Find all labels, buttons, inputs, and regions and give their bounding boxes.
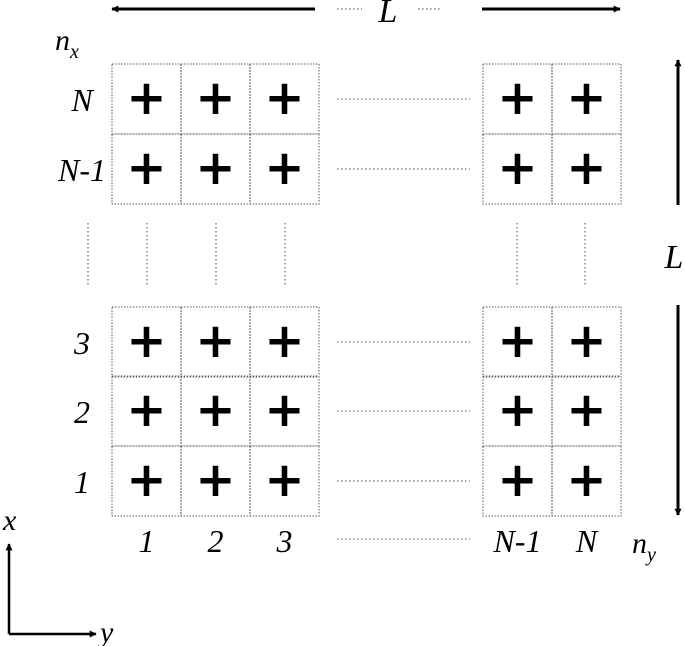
- plus-icon: +: [126, 70, 166, 126]
- cell-border: [111, 133, 182, 205]
- cell-border: [551, 375, 622, 447]
- column-label: 1: [139, 523, 155, 559]
- cell-border: [482, 133, 553, 205]
- cell-border: [482, 445, 553, 517]
- lattice-cell: +: [482, 63, 553, 135]
- row-index-label: nx: [55, 24, 79, 63]
- lattice-cell: +: [111, 375, 182, 447]
- column-label: N-1: [493, 523, 542, 559]
- plus-icon: +: [497, 382, 537, 438]
- plus-icon: +: [126, 452, 166, 508]
- cell-border: [180, 375, 251, 447]
- cell-border: [482, 63, 553, 135]
- cell-border: [551, 306, 622, 378]
- plus-icon: +: [566, 313, 606, 369]
- cell-border: [482, 375, 553, 447]
- lattice-cell: +: [180, 445, 251, 517]
- lattice-cell: +: [180, 375, 251, 447]
- lattice-cell: +: [551, 306, 622, 378]
- lattice-cell: +: [482, 445, 553, 517]
- height-dimension: L: [664, 59, 684, 516]
- row-labels: N N-1 3 2 1: [57, 82, 106, 500]
- lattice-cell: +: [180, 133, 251, 205]
- plus-icon: +: [195, 70, 235, 126]
- plus-icon: +: [566, 140, 606, 196]
- lattice-cell: +: [482, 306, 553, 378]
- lattice-cell: +: [482, 375, 553, 447]
- cell-border: [551, 63, 622, 135]
- lattice-cell: +: [111, 133, 182, 205]
- plus-icon: +: [264, 452, 304, 508]
- lattice-grid: + + + + + + + + + + + + + + + + + + + + + + + + +: [111, 63, 622, 517]
- lattice-cell: +: [180, 306, 251, 378]
- cell-border: [111, 445, 182, 517]
- width-dimension: L: [111, 0, 621, 30]
- column-label: N: [575, 523, 599, 559]
- lattice-cell: +: [249, 445, 320, 517]
- lattice-cell: +: [111, 306, 182, 378]
- plus-icon: +: [264, 70, 304, 126]
- lattice-cell: +: [482, 133, 553, 205]
- cell-border: [249, 375, 320, 447]
- row-label: N: [70, 82, 94, 118]
- plus-icon: +: [264, 140, 304, 196]
- lattice-cell: +: [551, 375, 622, 447]
- row-label: 3: [73, 325, 90, 361]
- plus-icon: +: [566, 382, 606, 438]
- ellipsis-dots: [87, 98, 586, 540]
- plus-icon: +: [126, 382, 166, 438]
- lattice-cell: +: [180, 63, 251, 135]
- cell-border: [180, 63, 251, 135]
- row-label: 2: [74, 394, 90, 430]
- lattice-cell: +: [111, 445, 182, 517]
- plus-icon: +: [566, 452, 606, 508]
- cell-border: [249, 306, 320, 378]
- cell-border: [482, 306, 553, 378]
- cell-border: [249, 63, 320, 135]
- cell-border: [551, 133, 622, 205]
- plus-icon: +: [195, 313, 235, 369]
- column-label: 2: [208, 523, 224, 559]
- plus-icon: +: [497, 313, 537, 369]
- column-labels: 1 2 3 N-1 N: [139, 523, 599, 559]
- plus-icon: +: [566, 70, 606, 126]
- row-label: N-1: [57, 152, 106, 188]
- cell-border: [180, 445, 251, 517]
- cell-border: [111, 63, 182, 135]
- plus-icon: +: [195, 452, 235, 508]
- lattice-cell: +: [551, 445, 622, 517]
- coordinate-axes: x y: [2, 504, 114, 646]
- width-label: L: [378, 0, 398, 30]
- plus-icon: +: [264, 313, 304, 369]
- plus-icon: +: [497, 140, 537, 196]
- plus-icon: +: [497, 70, 537, 126]
- cell-border: [249, 445, 320, 517]
- lattice-cell: +: [249, 306, 320, 378]
- cell-border: [111, 306, 182, 378]
- plus-icon: +: [195, 140, 235, 196]
- column-label: 3: [276, 523, 293, 559]
- lattice-cell: +: [551, 133, 622, 205]
- x-axis-label: x: [2, 504, 17, 537]
- plus-icon: +: [264, 382, 304, 438]
- lattice-cell: +: [249, 63, 320, 135]
- column-index-label: ny: [632, 527, 656, 566]
- plus-icon: +: [195, 382, 235, 438]
- cell-border: [180, 133, 251, 205]
- cell-border: [111, 375, 182, 447]
- cell-border: [551, 445, 622, 517]
- lattice-cell: +: [249, 375, 320, 447]
- y-axis-label: y: [97, 616, 114, 646]
- plus-icon: +: [126, 140, 166, 196]
- lattice-cell: +: [551, 63, 622, 135]
- plus-icon: +: [126, 313, 166, 369]
- lattice-cell: +: [249, 133, 320, 205]
- lattice-cell: +: [111, 63, 182, 135]
- row-label: 1: [74, 464, 90, 500]
- height-label: L: [664, 239, 684, 276]
- cell-border: [180, 306, 251, 378]
- plus-icon: +: [497, 452, 537, 508]
- cell-border: [249, 133, 320, 205]
